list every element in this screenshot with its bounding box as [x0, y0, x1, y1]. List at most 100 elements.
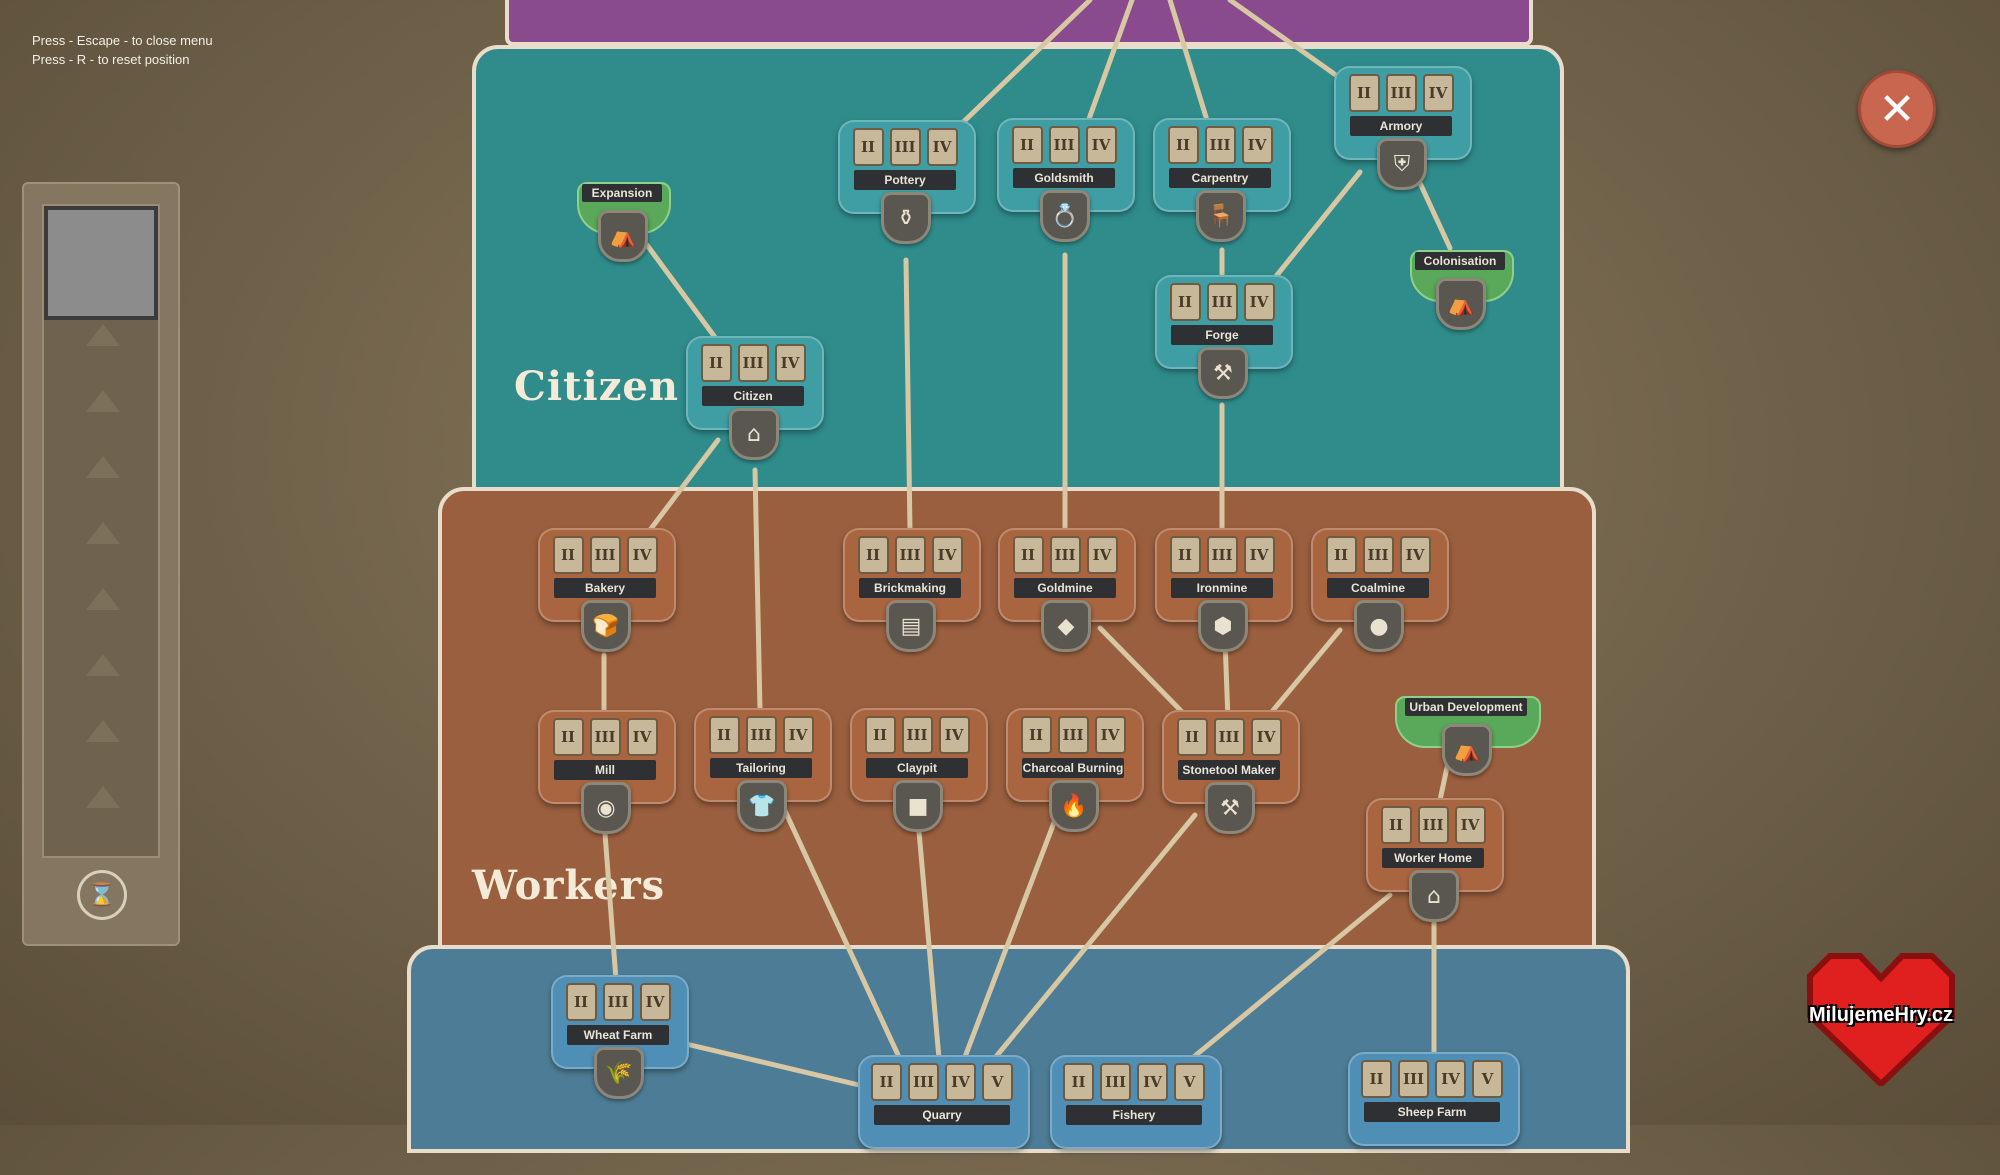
level-v[interactable]: V: [982, 1063, 1013, 1101]
level-ii[interactable]: II: [1012, 536, 1044, 574]
level-iv[interactable]: IV: [1137, 1063, 1168, 1101]
level-iv[interactable]: IV: [938, 716, 970, 754]
close-button[interactable]: ✕: [1858, 70, 1936, 148]
level-iii[interactable]: III: [889, 128, 921, 166]
iron-ore-icon: ⬢: [1198, 600, 1248, 652]
unlock-colonisation[interactable]: Colonisation ⛺: [1410, 250, 1514, 348]
level-ii[interactable]: II: [1348, 74, 1380, 112]
level-iv[interactable]: IV: [774, 344, 806, 382]
level-iii[interactable]: III: [1049, 536, 1081, 574]
level-ii[interactable]: II: [1063, 1063, 1094, 1101]
level-iv[interactable]: IV: [1241, 126, 1273, 164]
level-iv[interactable]: IV: [931, 536, 963, 574]
level-iii[interactable]: III: [1398, 1060, 1429, 1098]
node-name: Coalmine: [1327, 578, 1429, 598]
level-iii[interactable]: III: [737, 344, 769, 382]
level-ii[interactable]: II: [1169, 536, 1201, 574]
unlock-urban-development[interactable]: Urban Development ⛺: [1395, 696, 1541, 794]
level-iii[interactable]: III: [908, 1063, 939, 1101]
level-iv[interactable]: IV: [1250, 718, 1282, 756]
level-ii[interactable]: II: [708, 716, 740, 754]
level-iii[interactable]: III: [1100, 1063, 1131, 1101]
pottery-icon: ⚱: [881, 192, 931, 244]
level-ii[interactable]: II: [565, 983, 597, 1021]
level-iv[interactable]: IV: [782, 716, 814, 754]
level-ii[interactable]: II: [871, 1063, 902, 1101]
level-v[interactable]: V: [1472, 1060, 1503, 1098]
level-ii[interactable]: II: [700, 344, 732, 382]
level-iii[interactable]: III: [1417, 806, 1449, 844]
level-iii[interactable]: III: [1362, 536, 1394, 574]
level-iv[interactable]: IV: [1422, 74, 1454, 112]
level-iii[interactable]: III: [1206, 536, 1238, 574]
tier-scroll-thumb[interactable]: [44, 206, 158, 320]
level-iv[interactable]: IV: [626, 536, 658, 574]
level-ii[interactable]: II: [852, 128, 884, 166]
level-iv[interactable]: IV: [1243, 283, 1275, 321]
level-v[interactable]: V: [1174, 1063, 1205, 1101]
level-ii[interactable]: II: [1167, 126, 1199, 164]
level-ii[interactable]: II: [1020, 716, 1052, 754]
level-iv[interactable]: IV: [1085, 126, 1117, 164]
level-iv[interactable]: IV: [626, 718, 658, 756]
level-ii[interactable]: II: [552, 536, 584, 574]
level-ii[interactable]: II: [1325, 536, 1357, 574]
level-ii[interactable]: II: [1361, 1060, 1392, 1098]
level-iii[interactable]: III: [901, 716, 933, 754]
level-iv[interactable]: IV: [639, 983, 671, 1021]
level-iii[interactable]: III: [894, 536, 926, 574]
level-iii[interactable]: III: [1385, 74, 1417, 112]
node-name: Charcoal Burning: [1022, 758, 1124, 778]
level-ii[interactable]: II: [1011, 126, 1043, 164]
level-iv[interactable]: IV: [1086, 536, 1118, 574]
level-iv[interactable]: IV: [1094, 716, 1126, 754]
reset-hint: Press - R - to reset position: [32, 52, 190, 67]
level-iv[interactable]: IV: [945, 1063, 976, 1101]
level-iii[interactable]: III: [1213, 718, 1245, 756]
level-iii[interactable]: III: [745, 716, 777, 754]
level-iv[interactable]: IV: [1243, 536, 1275, 574]
node-name: Goldsmith: [1013, 168, 1115, 188]
level-iii[interactable]: III: [1206, 283, 1238, 321]
level-ii[interactable]: II: [1380, 806, 1412, 844]
level-iii[interactable]: III: [1204, 126, 1236, 164]
level-ii[interactable]: II: [857, 536, 889, 574]
hourglass-reset-icon[interactable]: ⌛: [77, 870, 127, 920]
level-ii[interactable]: II: [1176, 718, 1208, 756]
level-ii[interactable]: II: [552, 718, 584, 756]
level-iv[interactable]: IV: [1399, 536, 1431, 574]
level-ii[interactable]: II: [864, 716, 896, 754]
level-ii[interactable]: II: [1169, 283, 1201, 321]
unlock-expansion[interactable]: Expansion ⛺: [577, 182, 671, 280]
citizen-home-icon: ⌂: [729, 408, 779, 460]
level-iii[interactable]: III: [602, 983, 634, 1021]
level-iii[interactable]: III: [1057, 716, 1089, 754]
level-iv[interactable]: IV: [926, 128, 958, 166]
level-iv[interactable]: IV: [1454, 806, 1486, 844]
level-iii[interactable]: III: [1048, 126, 1080, 164]
level-iii[interactable]: III: [589, 718, 621, 756]
level-iv[interactable]: IV: [1435, 1060, 1466, 1098]
level-iii[interactable]: III: [589, 536, 621, 574]
